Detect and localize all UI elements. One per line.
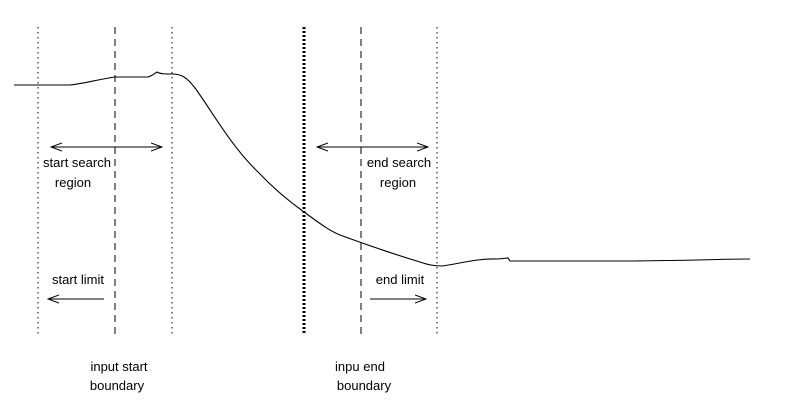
- end-limit-label: end limit: [376, 272, 425, 287]
- start-search-label-line1: start search: [43, 155, 111, 170]
- end-search-label-line1: end search: [367, 155, 431, 170]
- input-end-boundary-label-line2: boundary: [337, 378, 392, 393]
- input-end-boundary-label-line1: inpu end: [335, 359, 385, 374]
- input-start-boundary-label-line1: input start: [90, 359, 147, 374]
- input-start-boundary-label-line2: boundary: [90, 378, 145, 393]
- start-search-label-line2: region: [55, 175, 91, 190]
- start-limit-label: start limit: [52, 272, 104, 287]
- signal-curve: [14, 71, 751, 267]
- end-search-label-line2: region: [380, 175, 416, 190]
